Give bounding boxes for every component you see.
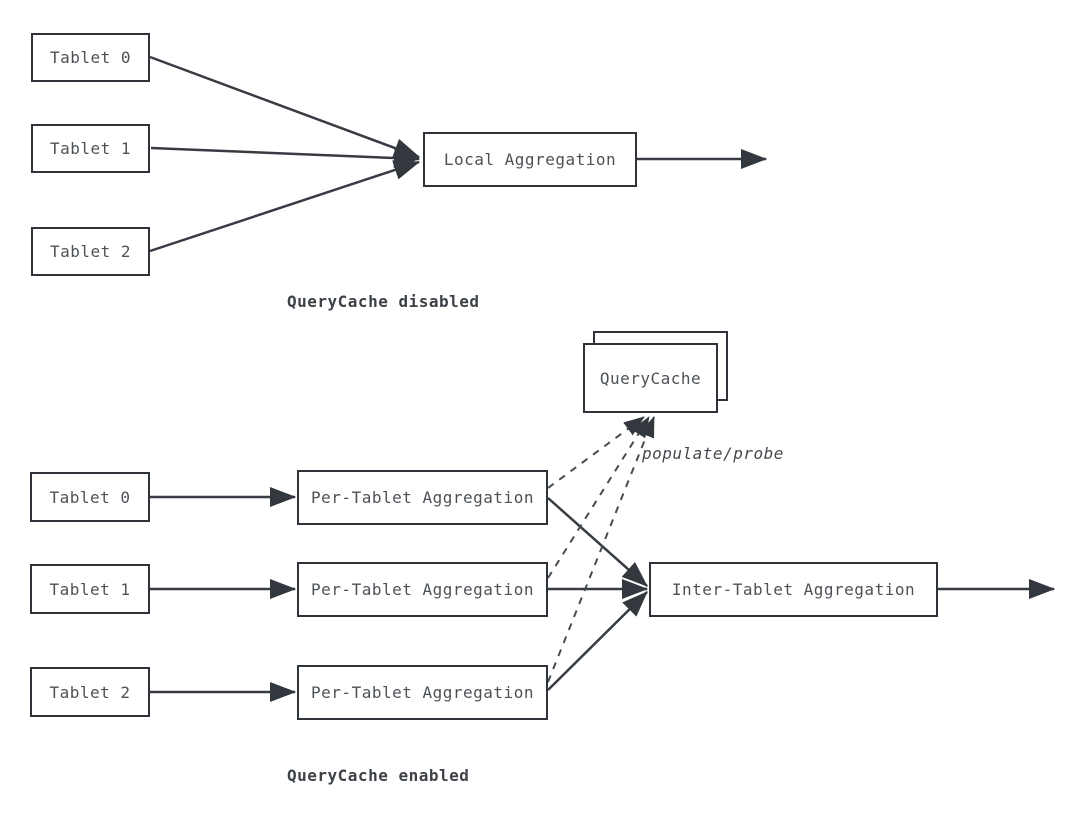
arrow-pertablet0-to-intertablet — [547, 497, 648, 587]
dashed-arrow-pertablet2-to-querycache — [547, 416, 655, 683]
arrow-pertablet2-to-intertablet — [547, 591, 648, 691]
top-tablet-1-box: Tablet 1 — [31, 124, 150, 173]
querycache-box: QueryCache — [583, 343, 718, 413]
bottom-tablet-1-box: Tablet 1 — [30, 564, 150, 614]
bottom-tablet-0-label: Tablet 0 — [49, 487, 131, 507]
per-tablet-aggregation-0-label: Per-Tablet Aggregation — [311, 488, 534, 507]
local-aggregation-box: Local Aggregation — [423, 132, 637, 187]
bottom-tablet-0-box: Tablet 0 — [30, 472, 150, 522]
per-tablet-aggregation-0-box: Per-Tablet Aggregation — [297, 470, 548, 525]
top-caption: QueryCache disabled — [287, 292, 480, 311]
per-tablet-aggregation-1-box: Per-Tablet Aggregation — [297, 562, 548, 617]
per-tablet-aggregation-2-box: Per-Tablet Aggregation — [297, 665, 548, 720]
local-aggregation-label: Local Aggregation — [443, 150, 617, 169]
arrow-top-tablet1-to-local-agg — [150, 146, 421, 168]
top-tablet-0-label: Tablet 0 — [49, 48, 132, 67]
populate-probe-label: populate/probe — [642, 444, 784, 463]
per-tablet-aggregation-2-label: Per-Tablet Aggregation — [311, 683, 534, 702]
inter-tablet-aggregation-label: Inter-Tablet Aggregation — [671, 580, 916, 599]
top-tablet-2-box: Tablet 2 — [31, 227, 150, 276]
bottom-tablet-2-box: Tablet 2 — [30, 667, 150, 717]
dashed-arrow-pertablet1-to-querycache — [547, 416, 650, 579]
arrow-top-tablet0-to-local-agg — [149, 55, 421, 159]
per-tablet-aggregation-1-label: Per-Tablet Aggregation — [311, 580, 534, 599]
top-tablet-2-label: Tablet 2 — [49, 242, 132, 261]
bottom-tablet-1-label: Tablet 1 — [49, 579, 131, 599]
top-tablet-1-label: Tablet 1 — [49, 139, 132, 158]
top-tablet-0-box: Tablet 0 — [31, 33, 150, 82]
bottom-caption: QueryCache enabled — [287, 766, 470, 785]
inter-tablet-aggregation-box: Inter-Tablet Aggregation — [649, 562, 938, 617]
arrow-top-tablet2-to-local-agg — [149, 160, 421, 253]
bottom-tablet-2-label: Tablet 2 — [49, 682, 131, 702]
dashed-arrow-pertablet0-to-querycache — [547, 416, 645, 489]
querycache-label: QueryCache — [599, 368, 702, 388]
